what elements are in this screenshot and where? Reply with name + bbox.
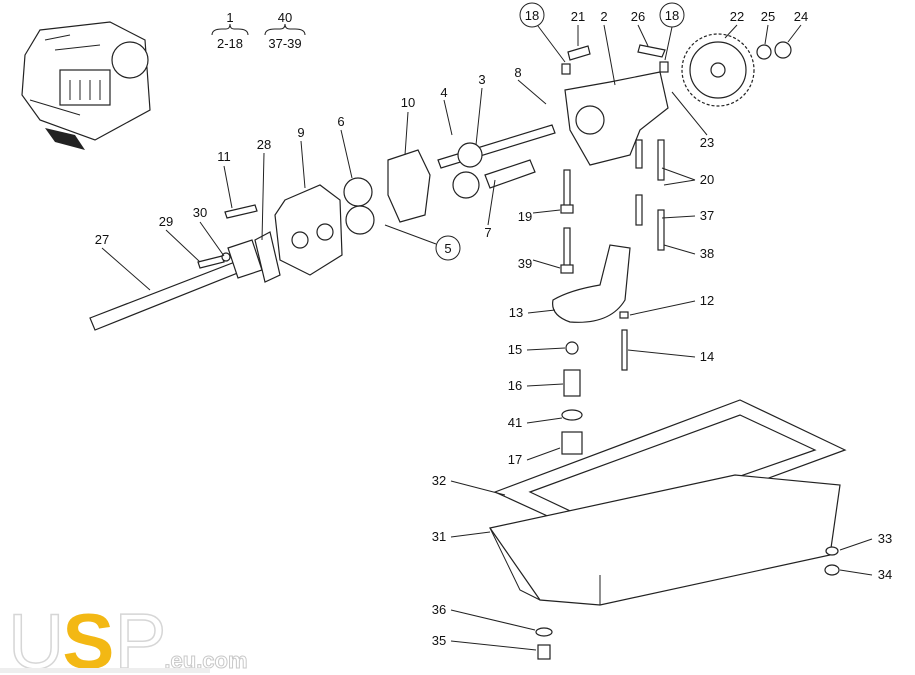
callout: 39	[518, 256, 532, 271]
callout: 38	[700, 246, 714, 261]
callout: 10	[401, 95, 415, 110]
callout: 4	[440, 85, 447, 100]
washer-25-nut-24	[756, 41, 792, 60]
relief-valve-parts	[561, 341, 583, 455]
callout: 37	[700, 208, 714, 223]
callout: 30	[193, 205, 207, 220]
callout: 36	[432, 602, 446, 617]
callout: 24	[794, 9, 808, 24]
drain-plug	[535, 627, 553, 660]
callout: 17	[508, 452, 522, 467]
callout: 29	[159, 214, 173, 229]
studs-bolts	[560, 139, 665, 274]
callout: 16	[508, 378, 522, 393]
callout: 21	[571, 9, 585, 24]
strainer-13	[552, 244, 631, 371]
callout: 41	[508, 415, 522, 430]
group-range-label: 2-18	[217, 36, 243, 51]
callout: 8	[514, 65, 521, 80]
gears-6	[343, 177, 375, 235]
callout: 31	[432, 529, 446, 544]
group-range-label: 37-39	[268, 36, 301, 51]
callout: 12	[700, 293, 714, 308]
callout: 23	[700, 135, 714, 150]
callout: 11	[217, 149, 231, 164]
callout: 19	[518, 209, 532, 224]
callout-labels: 18 21 2 26 18 22 25 24 8 4 3 10 6 9 11 2…	[95, 8, 892, 648]
callout: 20	[700, 172, 714, 187]
callout: 13	[509, 305, 523, 320]
callout: 33	[878, 531, 892, 546]
group-parent-label: 40	[278, 10, 292, 25]
bolt-29	[197, 252, 231, 269]
bolt-11	[224, 204, 258, 219]
logo-letter: S	[62, 597, 115, 675]
logo-letter: U	[7, 596, 65, 675]
callout: 28	[257, 137, 271, 152]
pump-housing-2	[564, 71, 669, 166]
callout: 15	[508, 342, 522, 357]
oil-pump-body	[254, 184, 343, 283]
callout: 6	[337, 114, 344, 129]
callout: 22	[730, 9, 744, 24]
oil-pickup-pipe	[89, 239, 263, 331]
callout: 14	[700, 349, 714, 364]
callout: 27	[95, 232, 109, 247]
callout: 25	[761, 9, 775, 24]
callout: 9	[297, 125, 304, 140]
washer-nut-33-34	[824, 546, 840, 576]
gasket-32	[493, 399, 847, 541]
callout: 3	[478, 72, 485, 87]
logo-letter: P	[114, 596, 168, 675]
callout: 5	[444, 241, 451, 256]
group-parent-label: 1	[226, 10, 233, 25]
callout: 2	[600, 9, 607, 24]
small-parts-top	[561, 44, 669, 75]
callout: 18	[525, 8, 539, 23]
callout: 18	[665, 8, 679, 23]
logo-underline	[0, 668, 210, 673]
gear-22	[681, 33, 755, 107]
callout: 32	[432, 473, 446, 488]
usp-logo: USP.eu.com	[7, 596, 248, 675]
plate-10	[387, 149, 431, 223]
callout: 26	[631, 9, 645, 24]
engine-thumbnail	[21, 21, 151, 150]
callout: 7	[484, 225, 491, 240]
shaft-gear-3	[437, 124, 556, 199]
callout: 35	[432, 633, 446, 648]
callout: 34	[878, 567, 892, 582]
